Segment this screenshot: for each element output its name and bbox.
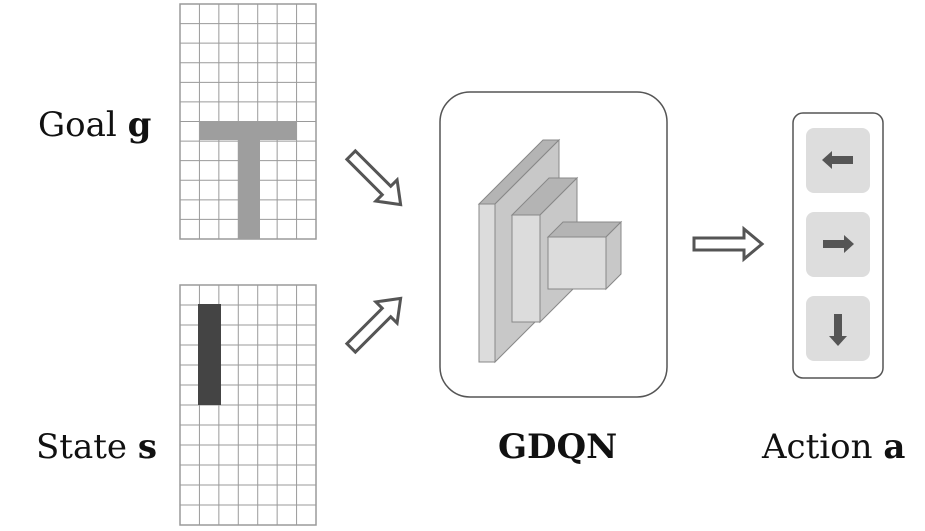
action-label: Action a	[762, 430, 905, 464]
state-piece	[198, 304, 221, 405]
arrow-left-icon	[822, 151, 853, 169]
arrow-right-icon	[823, 235, 854, 253]
state-label: State s	[36, 430, 157, 464]
action-down-button	[806, 296, 870, 361]
goal-grid	[179, 3, 317, 240]
goal-label: Goal g	[38, 108, 151, 142]
goal-variable: g	[127, 105, 152, 145]
goal-to-network-arrow	[344, 148, 403, 207]
state-label-text: State	[36, 427, 128, 467]
state-grid	[179, 284, 317, 526]
network-layer-3	[546, 220, 623, 291]
arrow-down-icon	[829, 314, 847, 346]
action-variable: a	[883, 427, 906, 467]
goal-piece-stem	[238, 121, 260, 239]
state-variable: s	[137, 427, 157, 467]
model-label: GDQN	[498, 427, 618, 467]
action-label-text: Action	[762, 427, 873, 467]
goal-label-text: Goal	[38, 105, 117, 145]
network-to-action-arrow	[692, 225, 765, 263]
state-to-network-arrow	[344, 296, 403, 355]
action-right-button	[806, 212, 870, 277]
action-left-button	[806, 128, 870, 193]
